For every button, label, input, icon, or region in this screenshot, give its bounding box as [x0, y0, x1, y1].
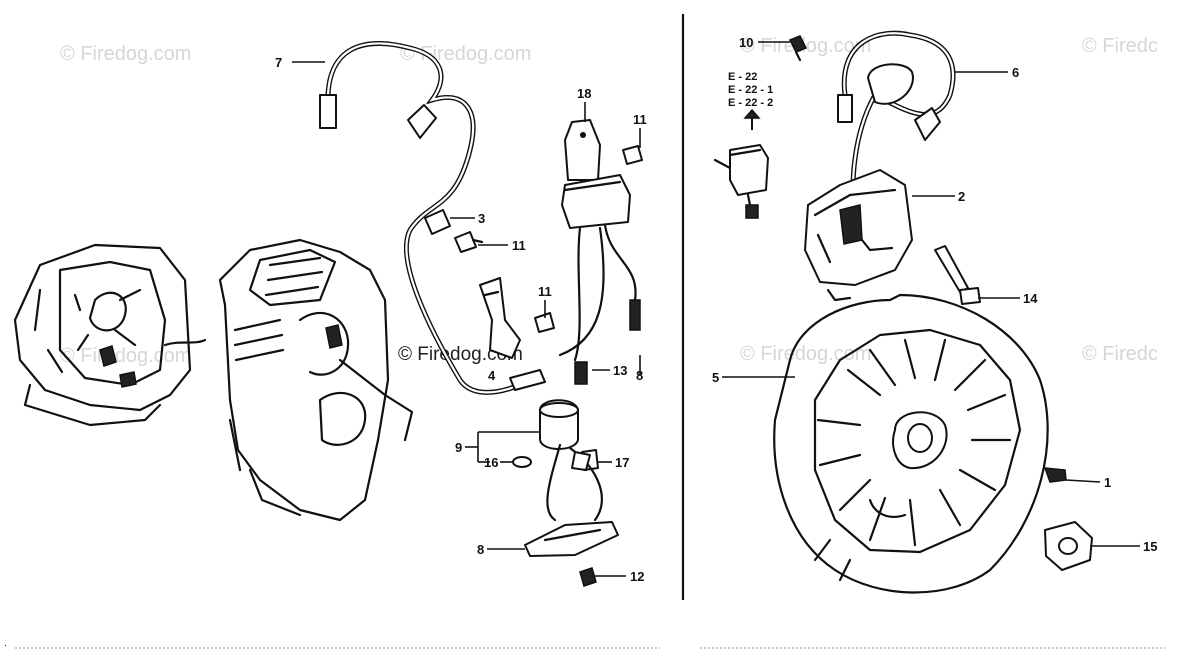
corner-mark: . [4, 638, 7, 649]
ref-code-3: E - 22 - 2 [728, 97, 773, 109]
callout-18: 18 [577, 86, 591, 101]
bracket-part-4 [479, 277, 521, 359]
leader-lines [292, 41, 1140, 577]
nut-part-15 [1044, 521, 1093, 571]
bolt-part-11-b [622, 145, 643, 165]
control-unit-part-18 [558, 119, 641, 362]
callout-labels: 7 18 11 3 11 11 4 13 8 9 16 17 8 12 10 6… [275, 35, 1157, 584]
callout-11-mid: 11 [512, 238, 526, 253]
callout-10: 10 [739, 35, 753, 50]
callout-16: 16 [484, 455, 498, 470]
watermark-top-far-right: © Firedc [1082, 35, 1158, 57]
callout-11-lower: 11 [538, 284, 552, 299]
ignition-coil-part-2 [804, 169, 913, 302]
callout-9: 9 [455, 440, 462, 455]
callout-11-top: 11 [633, 112, 647, 127]
callout-1: 1 [1104, 475, 1111, 490]
callout-6: 6 [1012, 65, 1019, 80]
bolt-part-14 [934, 245, 981, 305]
callout-3: 3 [478, 211, 485, 226]
ignition-wire-part-7 [319, 41, 546, 395]
ignition-wire-part-6 [837, 30, 956, 213]
pulser-unit-illustration [713, 144, 769, 219]
washer-part-16 [512, 456, 532, 468]
ref-code-2: E - 22 - 1 [728, 84, 773, 96]
reference-codes: E - 22 E - 22 - 1 E - 22 - 2 [728, 71, 773, 109]
callout-17: 17 [615, 455, 629, 470]
watermark-mid-left: © Firedog.com [60, 345, 191, 367]
callout-12: 12 [630, 569, 644, 584]
ref-arrow [743, 108, 761, 130]
screw-part-12 [579, 567, 597, 587]
plate-part-8 [524, 521, 619, 557]
engine-cover-illustration [13, 243, 207, 427]
callout-17-conn: 8 [636, 368, 643, 383]
engine-block-illustration [218, 238, 414, 522]
watermark-mid-right: © Firedog.com [740, 343, 871, 365]
bolt-part-11-a [454, 231, 484, 253]
clip-part-3 [424, 209, 451, 235]
callout-8: 8 [477, 542, 484, 557]
coil-part-9 [539, 399, 603, 522]
callout-2: 2 [958, 189, 965, 204]
clip-part-10 [788, 35, 808, 62]
watermark-top-center: © Firedog.com [400, 43, 531, 65]
callout-5: 5 [712, 370, 719, 385]
callout-7: 7 [275, 55, 282, 70]
callout-4: 4 [488, 368, 496, 383]
callout-14: 14 [1023, 291, 1038, 306]
watermark-top-left: © Firedog.com [60, 43, 191, 65]
watermark-mid-far-right: © Firedc [1082, 343, 1158, 365]
connector-part-13 [574, 361, 588, 385]
ref-code-1: E - 22 [728, 71, 757, 83]
key-part-1 [1043, 467, 1067, 483]
callout-15: 15 [1143, 539, 1157, 554]
flywheel-part-5 [773, 293, 1049, 594]
callout-13: 13 [613, 363, 627, 378]
